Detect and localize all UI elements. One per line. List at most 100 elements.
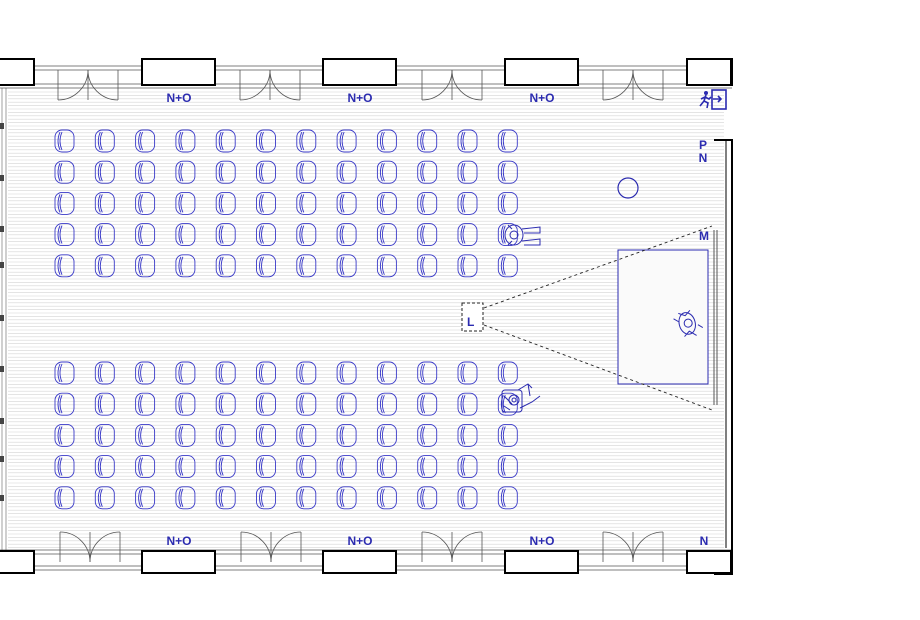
lectern-label: L [467,315,474,329]
floor-planking [8,91,724,548]
seat-icon [135,361,156,385]
seat-icon [256,361,276,385]
seat-icon [376,392,397,416]
seat-icon [54,160,75,184]
pillar [504,58,579,86]
pillar [686,550,732,574]
seat-icon [376,129,397,153]
seat-icon [256,455,276,479]
seat-icon [457,160,478,184]
seat-icon [457,254,478,278]
seat-icon [417,129,438,153]
seat-icon [135,392,156,416]
seat-icon [135,423,156,447]
seat-icon [135,223,156,247]
pillar [141,550,216,574]
seat-icon [296,160,317,184]
stage [617,249,709,385]
seat-icon [296,361,317,385]
door [421,531,453,563]
seat-icon [215,392,236,416]
seat-icon [135,129,156,153]
seat-icon [175,129,196,153]
seat-icon [94,361,115,385]
seat-icon [94,423,115,447]
seat-icon [215,455,236,479]
seat-icon [417,455,438,479]
seat-icon [135,455,156,479]
seat-icon [256,160,276,184]
seat-icon [54,223,75,247]
ventilation-label: N+O [166,534,191,548]
projection-screen [713,230,718,405]
seat-icon [296,191,317,215]
seat-icon [497,160,518,184]
seat-icon [296,455,317,479]
pillar [322,58,397,86]
p-label: P [699,138,707,152]
pillar [0,58,35,86]
seat-icon [417,223,438,247]
seat-icon [175,361,196,385]
seat-icon [94,254,115,278]
door [89,531,121,563]
seat-icon [256,486,276,510]
seat-icon [54,486,75,510]
door [632,531,664,563]
seat-icon [417,486,438,510]
seat-icon [497,361,518,385]
ventilation-label: N+O [529,534,554,548]
seat-icon [497,191,518,215]
seat-icon [336,392,357,416]
door [602,69,634,101]
seat-icon [94,455,115,479]
seat-icon [175,486,196,510]
seat-icon [497,455,518,479]
seat-icon [336,160,357,184]
seat-icon [457,191,478,215]
seat-icon [215,223,236,247]
seat-icon [417,361,438,385]
n-label: N [700,534,709,548]
seat-icon [256,423,276,447]
seat-icon [336,423,357,447]
seat-icon [54,455,75,479]
seat-icon [94,160,115,184]
seat-icon [376,223,397,247]
seat-icon [54,254,75,278]
seat-icon [336,361,357,385]
doors [57,69,664,563]
ventilation-labels: N+O N+O N+O N+O N+O N+O [166,91,554,548]
seat-icon [457,129,478,153]
seat-icon [336,455,357,479]
lectern: L [461,302,484,332]
door [421,69,453,101]
pillar [141,58,216,86]
emergency-exit-icon [699,89,727,110]
seat-icon [376,254,397,278]
seat-icon [376,423,397,447]
seat-icon [215,160,236,184]
seat-icon [336,191,357,215]
seat-icon [336,223,357,247]
seat-icon [175,223,196,247]
seat-icon [54,361,75,385]
door [57,69,89,101]
n-label: N [699,151,708,165]
ventilation-label: N+O [347,534,372,548]
pillar [0,550,35,574]
seat-icon [457,486,478,510]
door [451,69,483,101]
seat-icon [215,191,236,215]
seat-icon [296,254,317,278]
seat-icon [497,486,518,510]
seat-icon [215,486,236,510]
seat-icon [94,191,115,215]
seat-icon [376,486,397,510]
ventilation-label: N+O [529,91,554,105]
seat-icon [175,423,196,447]
seat-icon [376,191,397,215]
seat-icon [215,361,236,385]
pillars [0,58,732,574]
seat-icon [417,191,438,215]
